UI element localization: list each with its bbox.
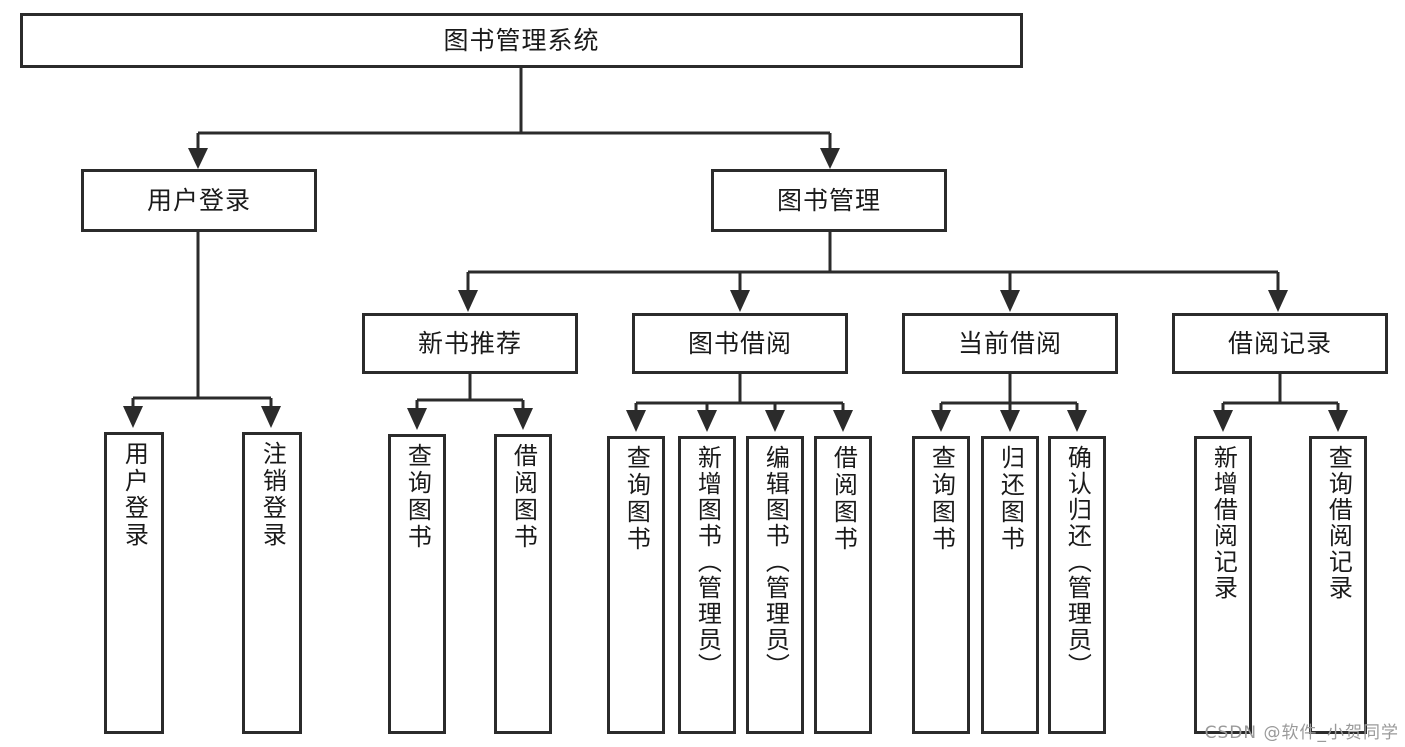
node-label: 借阅图书 [829,445,858,553]
node-label: 确认归还（管理员） [1063,445,1092,679]
leaf-add-book-admin[interactable]: 新增图书（管理员） [678,436,736,734]
node-label: 图书管理 [776,185,881,215]
node-label: 用户登录 [120,441,149,549]
node-label: 新增图书（管理员） [693,445,722,679]
node-label: 新书推荐 [417,328,522,358]
leaf-borrow-book-recommend[interactable]: 借阅图书 [494,434,552,734]
node-label: 查询图书 [403,443,432,551]
leaf-search-book-borrow[interactable]: 查询图书 [607,436,665,734]
node-new-book-recommend[interactable]: 新书推荐 [362,313,578,374]
node-label: 用户登录 [146,185,251,215]
node-label: 图书管理系统 [443,25,600,55]
node-current-borrow[interactable]: 当前借阅 [902,313,1118,374]
leaf-confirm-return-admin[interactable]: 确认归还（管理员） [1048,436,1106,734]
node-label: 借阅记录 [1227,328,1332,358]
node-root-system[interactable]: 图书管理系统 [20,13,1023,68]
leaf-user-logout[interactable]: 注销登录 [242,432,302,734]
node-book-management[interactable]: 图书管理 [711,169,947,232]
node-book-borrow[interactable]: 图书借阅 [632,313,848,374]
node-label: 归还图书 [996,445,1025,553]
node-label: 图书借阅 [687,328,792,358]
leaf-add-borrow-record[interactable]: 新增借阅记录 [1194,436,1252,734]
watermark-text: CSDN @软件_小贺同学 [1204,723,1399,743]
leaf-search-book-recommend[interactable]: 查询图书 [388,434,446,734]
node-label: 查询借阅记录 [1324,445,1353,601]
node-label: 注销登录 [258,441,287,549]
leaf-user-login[interactable]: 用户登录 [104,432,164,734]
node-label: 编辑图书（管理员） [761,445,790,679]
leaf-search-borrow-record[interactable]: 查询借阅记录 [1309,436,1367,734]
leaf-return-book[interactable]: 归还图书 [981,436,1039,734]
node-label: 查询图书 [927,445,956,553]
node-user-login[interactable]: 用户登录 [81,169,317,232]
node-borrow-record[interactable]: 借阅记录 [1172,313,1388,374]
leaf-edit-book-admin[interactable]: 编辑图书（管理员） [746,436,804,734]
node-label: 借阅图书 [509,443,538,551]
leaf-search-book-current[interactable]: 查询图书 [912,436,970,734]
node-label: 当前借阅 [957,328,1062,358]
leaf-borrow-book[interactable]: 借阅图书 [814,436,872,734]
node-label: 查询图书 [622,445,651,553]
node-label: 新增借阅记录 [1209,445,1238,601]
